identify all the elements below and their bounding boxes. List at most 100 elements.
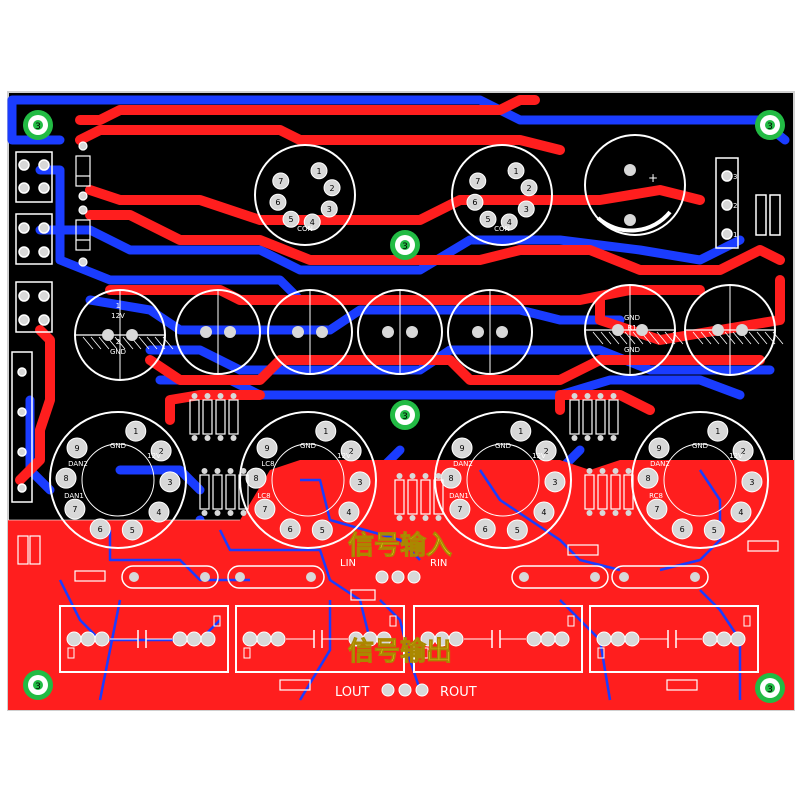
tube-sockets-9pin: 123456789DAN2GND12VDAN1123456789LC8GND12… — [49, 411, 769, 549]
socket-pin-pad — [64, 498, 86, 520]
electrolytic-capacitor — [584, 284, 684, 376]
socket-pin-pad — [671, 518, 693, 540]
output-capacitors — [59, 605, 759, 673]
mounting-holes: 3 3 3 3 3 3 — [23, 110, 785, 703]
socket-pin-number: 3 — [167, 478, 172, 487]
output-capacitor — [589, 605, 759, 673]
socket-pin-label: 12V — [337, 452, 351, 460]
connector-pin-label: 3 — [733, 173, 737, 181]
socket-pin-pad — [315, 420, 337, 442]
resistor-banks — [189, 393, 634, 521]
socket-pin-number: 1 — [518, 427, 523, 436]
connector-pin-label: 2 — [733, 202, 737, 210]
socket-pin-pad — [320, 200, 338, 218]
film-capacitors — [121, 565, 709, 589]
socket-pin-pad — [474, 518, 496, 540]
socket-pin-label: GND — [300, 442, 316, 450]
socket-pin-number: 9 — [74, 444, 79, 453]
socket-pin-pad — [323, 179, 341, 197]
socket-pin-pad — [500, 213, 518, 231]
capacitor-pad — [316, 326, 328, 338]
socket-pin-number: 7 — [654, 505, 659, 514]
socket-pin-number: 1 — [133, 427, 138, 436]
resistor — [199, 474, 210, 510]
socket-pin-pad — [310, 162, 328, 180]
mount-hole-center-top: 3 — [390, 230, 420, 260]
socket-pin-pad — [159, 471, 181, 493]
capacitor-pad — [636, 324, 648, 336]
socket-pin-pad — [535, 440, 557, 462]
socket-con-label: CON — [494, 225, 510, 233]
capacitor-pad — [612, 324, 624, 336]
socket-pin-pad — [272, 172, 290, 190]
socket-pin-number: 1 — [715, 427, 720, 436]
capacitor-pad — [406, 326, 418, 338]
socket-pin-label: 12V — [147, 452, 161, 460]
socket-pin-pad — [254, 498, 276, 520]
socket-pin-number: 2 — [329, 184, 334, 193]
socket-pin-pad — [741, 471, 763, 493]
socket-pin-number: 6 — [288, 525, 293, 534]
socket-pin-pad — [646, 498, 668, 520]
socket-pin-number: 2 — [349, 447, 354, 456]
capacitor-pad — [712, 324, 724, 336]
electrolytic-capacitor — [267, 289, 353, 375]
mount-hole-label: 3 — [402, 412, 408, 422]
socket-pin-pad — [269, 193, 287, 211]
capacitor-pad — [382, 326, 394, 338]
connector-top-right: 3 2 1 — [715, 157, 781, 249]
mount-hole-label: 3 — [767, 122, 773, 132]
diodes-left — [75, 141, 91, 267]
resistor — [202, 399, 213, 435]
mount-hole-label: 3 — [767, 685, 773, 695]
socket-pin-number: 2 — [741, 447, 746, 456]
top-copper-traces — [15, 95, 785, 485]
resistor — [433, 479, 444, 515]
socket-pin-number: 5 — [320, 526, 325, 535]
resistor — [394, 479, 405, 515]
resistor — [595, 399, 606, 435]
socket-pin-pad — [338, 501, 360, 523]
socket-pin-label: DAN1 — [64, 492, 84, 500]
socket-pin-label: 12V — [729, 452, 743, 460]
socket-pin-number: 4 — [507, 218, 512, 227]
socket-pin-pad — [279, 518, 301, 540]
socket-pin-number: 4 — [346, 508, 351, 517]
resistor — [238, 474, 249, 510]
socket-pin-pad — [544, 471, 566, 493]
output-capacitor — [413, 605, 583, 673]
resistor — [610, 474, 621, 510]
socket-pin-number: 7 — [72, 505, 77, 514]
socket-pin-pad — [311, 519, 333, 541]
output-capacitor — [235, 605, 405, 673]
socket-pin-pad — [510, 420, 532, 442]
socket-pin-number: 5 — [288, 215, 293, 224]
socket-pin-number: 3 — [357, 478, 362, 487]
socket-pin-number: 5 — [712, 526, 717, 535]
socket-pin-pad — [703, 519, 725, 541]
socket-pin-pad — [340, 440, 362, 462]
resistor — [212, 474, 223, 510]
socket-pin-number: 1 — [316, 167, 321, 176]
socket-pin-number: 6 — [275, 198, 280, 207]
socket-pin-number: 9 — [656, 444, 661, 453]
socket-pin-number: 8 — [645, 474, 650, 483]
electrolytic-capacitor — [175, 289, 261, 375]
socket-pin-pad — [121, 519, 143, 541]
socket-pin-label: GND — [495, 442, 511, 450]
annotation-signal-input: 信号输入 — [348, 530, 452, 561]
mount-hole-bottom-right: 3 — [755, 673, 785, 703]
socket-pin-pad — [533, 501, 555, 523]
resistor — [584, 474, 595, 510]
socket-pin-number: 3 — [749, 478, 754, 487]
socket-pin-label: DAN2 — [453, 460, 473, 468]
socket-pin-number: 6 — [98, 525, 103, 534]
capacitor-pad — [292, 326, 304, 338]
socket-pin-pad — [349, 471, 371, 493]
socket-pin-number: 4 — [310, 218, 315, 227]
